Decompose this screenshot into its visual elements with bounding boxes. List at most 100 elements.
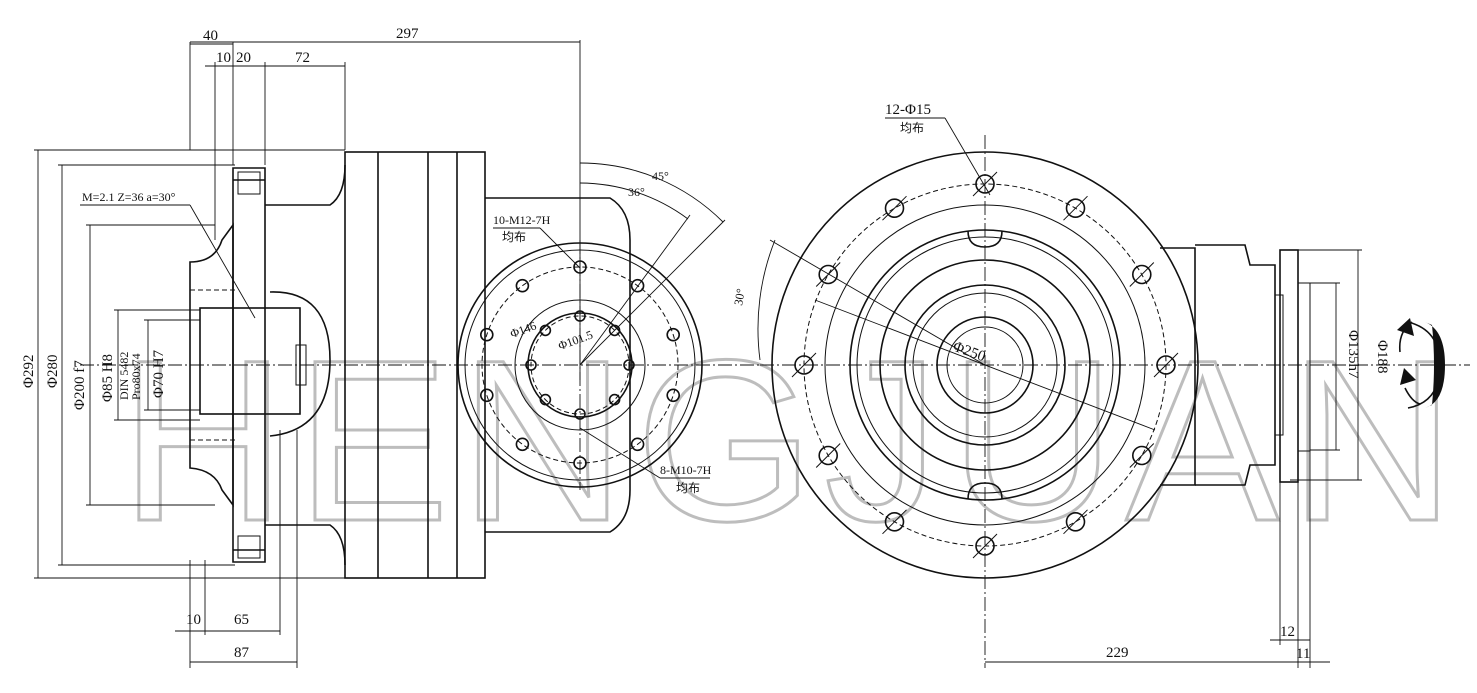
main-flange-holes	[791, 171, 1179, 559]
main-bolt-hole-mark	[1129, 443, 1155, 468]
outer-bolt-hole	[515, 278, 530, 293]
outer-bolt-hole	[666, 388, 681, 403]
flange-ring-3	[856, 236, 1114, 494]
flange-bolt-top	[237, 171, 261, 195]
hub-ring	[912, 292, 1058, 438]
dim-87-text: 87	[234, 645, 250, 661]
main-bolt-hole	[1065, 198, 1086, 218]
outer-bolt-hole	[479, 388, 494, 403]
dim-188-text: Φ188	[1374, 340, 1390, 373]
outer-bolt-hole	[630, 437, 645, 452]
main-flange-outer	[771, 151, 1199, 579]
watermark-text: HENGJUAN	[120, 312, 1465, 569]
dim-280-text: Φ280	[45, 355, 61, 388]
main-bolt-hole	[818, 445, 839, 466]
adapter-body	[1160, 247, 1196, 486]
bore-inner	[946, 326, 1024, 404]
spline-label-2: Pro80x74	[129, 353, 143, 400]
outer-bolt-hole	[666, 327, 681, 342]
main-bolt-hole	[884, 198, 905, 218]
end-face-ring	[464, 249, 696, 481]
dim-40-text: 40	[203, 28, 218, 44]
outer-holes-label: 10-M12-7H	[493, 213, 551, 227]
angle-36-text: 36°	[628, 185, 645, 199]
dim-10b-text: 10	[186, 612, 201, 628]
inner-holes-note: 均布	[676, 481, 700, 495]
outer-bolt-hole	[630, 278, 645, 293]
flange-ring-1	[824, 204, 1146, 526]
angle-36-ray	[579, 214, 691, 366]
dim-297-text: 297	[396, 26, 419, 42]
dim-20-text: 20	[236, 50, 251, 66]
left-side-view: 40 10 20 72 297 10 65 87 Φ292 Φ280 Φ200 …	[21, 26, 770, 668]
holes-label: 12-Φ15	[885, 102, 931, 118]
hub-section	[269, 291, 331, 437]
main-bolt-hole	[975, 536, 995, 556]
dim-292-text: Φ292	[21, 355, 37, 388]
angle-45-text: 45°	[652, 169, 669, 183]
main-bolt-hole	[794, 355, 814, 375]
main-bolt-hole	[1132, 445, 1152, 466]
outer-holes	[479, 260, 681, 470]
inner-bolt-hole	[608, 393, 621, 406]
right-front-view: Φ250 12-Φ15 均布 30° Φ188 Φ135h7	[731, 102, 1470, 668]
gear-note-text: M=2.1 Z=36 a=30°	[82, 190, 176, 204]
angle-45-ray	[579, 219, 726, 366]
flange-bolt-bottom	[237, 535, 261, 559]
inner-bolt-hole	[574, 408, 586, 420]
inner-bolt-hole	[608, 324, 621, 337]
end-face-pcd-inner	[530, 315, 630, 415]
dim-135-text: Φ135h7	[1345, 330, 1361, 379]
bore-key	[295, 344, 307, 386]
dim-65-text: 65	[234, 612, 249, 628]
inner-bolt-hole	[623, 359, 635, 371]
inner-bolt-hole	[539, 324, 552, 337]
main-bolt-hole	[1156, 355, 1176, 375]
dim-72-text: 72	[295, 50, 310, 66]
hub-outer	[904, 284, 1066, 446]
outer-bolt-hole	[479, 327, 494, 342]
main-bolt-hole	[818, 264, 839, 285]
main-bolt-hole	[975, 174, 995, 194]
main-bolt-hole-mark	[1129, 262, 1155, 287]
dim-70-text: Φ70 H7	[151, 349, 167, 398]
shaft-bore	[199, 307, 301, 415]
dim-12-text: 12	[1280, 624, 1295, 640]
rotation-band	[1425, 322, 1445, 408]
end-face-pcd-outer	[481, 266, 679, 464]
main-bolt-hole-mark	[972, 171, 998, 197]
main-bolt-hole-mark	[1063, 509, 1088, 535]
end-face-ring-inner	[514, 299, 646, 431]
end-cover	[485, 197, 631, 533]
inner-bolt-hole	[525, 359, 537, 371]
main-bolt-hole	[1132, 264, 1152, 285]
housing-body	[344, 151, 486, 579]
outer-bolt-hole	[573, 260, 587, 274]
main-bolt-hole-mark	[791, 352, 817, 378]
holes-note: 均布	[900, 121, 924, 135]
outer-holes-leader	[539, 227, 581, 269]
main-bolt-hole-mark	[882, 195, 907, 221]
end-face-outer	[457, 242, 703, 488]
angle-45-arc	[579, 162, 724, 223]
angle-30-text: 30°	[731, 287, 748, 306]
main-bolt-hole-mark	[815, 443, 841, 468]
main-bolt-hole	[1065, 511, 1086, 532]
outer-holes-note: 均布	[502, 230, 526, 244]
pinion-hub	[189, 222, 234, 508]
dim-85-text: Φ85 H8	[100, 354, 116, 402]
housing-neck	[265, 164, 346, 566]
dim-229-text: 229	[1106, 645, 1129, 661]
main-bolt-hole-mark	[972, 533, 998, 559]
spline-label: DIN 5482	[117, 352, 131, 400]
lug-notch-bottom	[967, 482, 1003, 500]
dim-11-text: 11	[1296, 646, 1310, 662]
main-bolt-hole-mark	[815, 262, 841, 287]
inner-holes	[525, 310, 635, 420]
flange-ring-2	[849, 229, 1121, 501]
rotation-arrowhead-2-icon	[1400, 368, 1416, 385]
dim-10-text: 10	[216, 50, 231, 66]
angle-30-ray	[769, 239, 986, 366]
